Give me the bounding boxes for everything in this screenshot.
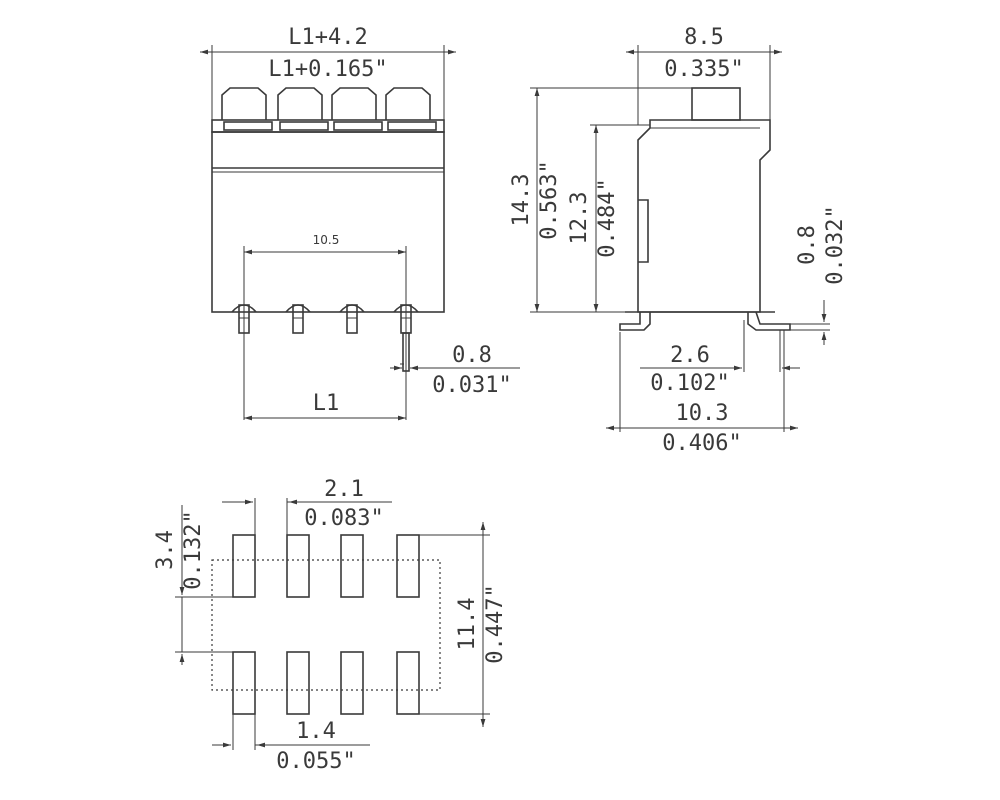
pad-pitch-mm-label: 2.1 — [324, 477, 364, 502]
connector-body — [211, 131, 445, 313]
depth-in-label: 0.335" — [664, 57, 743, 82]
height-mm-label: 14.3 — [509, 174, 534, 227]
pad-layout: 2.1 0.083" 3.4 0.132" 11.4 0.447" 1.4 0.… — [153, 477, 508, 774]
component-outline — [211, 559, 441, 691]
front-view: L1+4.2 L1+0.165" — [200, 25, 520, 421]
lead-thickness-mm-label: 0.8 — [795, 225, 820, 265]
side-body — [625, 87, 775, 313]
pins — [238, 304, 412, 372]
pad-width-mm-label: 1.4 — [296, 719, 336, 744]
pad-length-in-label: 0.132" — [181, 510, 206, 589]
lead-length-in-label: 0.102" — [650, 371, 729, 396]
pitch-mm-label: 10.5 — [313, 233, 340, 247]
side-leads — [619, 311, 791, 331]
side-view: 8.5 0.335" 14.3 0.563" 12.3 0.484" — [509, 25, 848, 456]
pin-width-mm-label: 0.8 — [452, 343, 492, 368]
depth-mm-label: 8.5 — [684, 25, 724, 50]
bottom-pads — [232, 651, 420, 715]
pad-width-in-label: 0.055" — [276, 749, 355, 774]
lead-thickness-in-label: 0.032" — [823, 205, 848, 284]
lead-length-mm-label: 2.6 — [670, 343, 710, 368]
span-label: L1 — [313, 391, 340, 416]
footprint-depth-mm-label: 10.3 — [676, 401, 729, 426]
pad-length-mm-label: 3.4 — [153, 530, 178, 570]
pad-pitch-in-label: 0.083" — [304, 506, 383, 531]
top-pads — [232, 534, 420, 598]
overall-width-in-label: L1+0.165" — [268, 57, 387, 82]
pin-width-in-label: 0.031" — [432, 373, 511, 398]
latch-tabs — [211, 87, 445, 133]
height-in-label: 0.563" — [537, 160, 562, 239]
total-length-mm-label: 11.4 — [455, 598, 480, 651]
body-height-mm-label: 12.3 — [567, 192, 592, 245]
body-height-in-label: 0.484" — [595, 178, 620, 257]
overall-width-mm-label: L1+4.2 — [288, 25, 367, 50]
footprint-depth-in-label: 0.406" — [662, 431, 741, 456]
total-length-in-label: 0.447" — [483, 584, 508, 663]
